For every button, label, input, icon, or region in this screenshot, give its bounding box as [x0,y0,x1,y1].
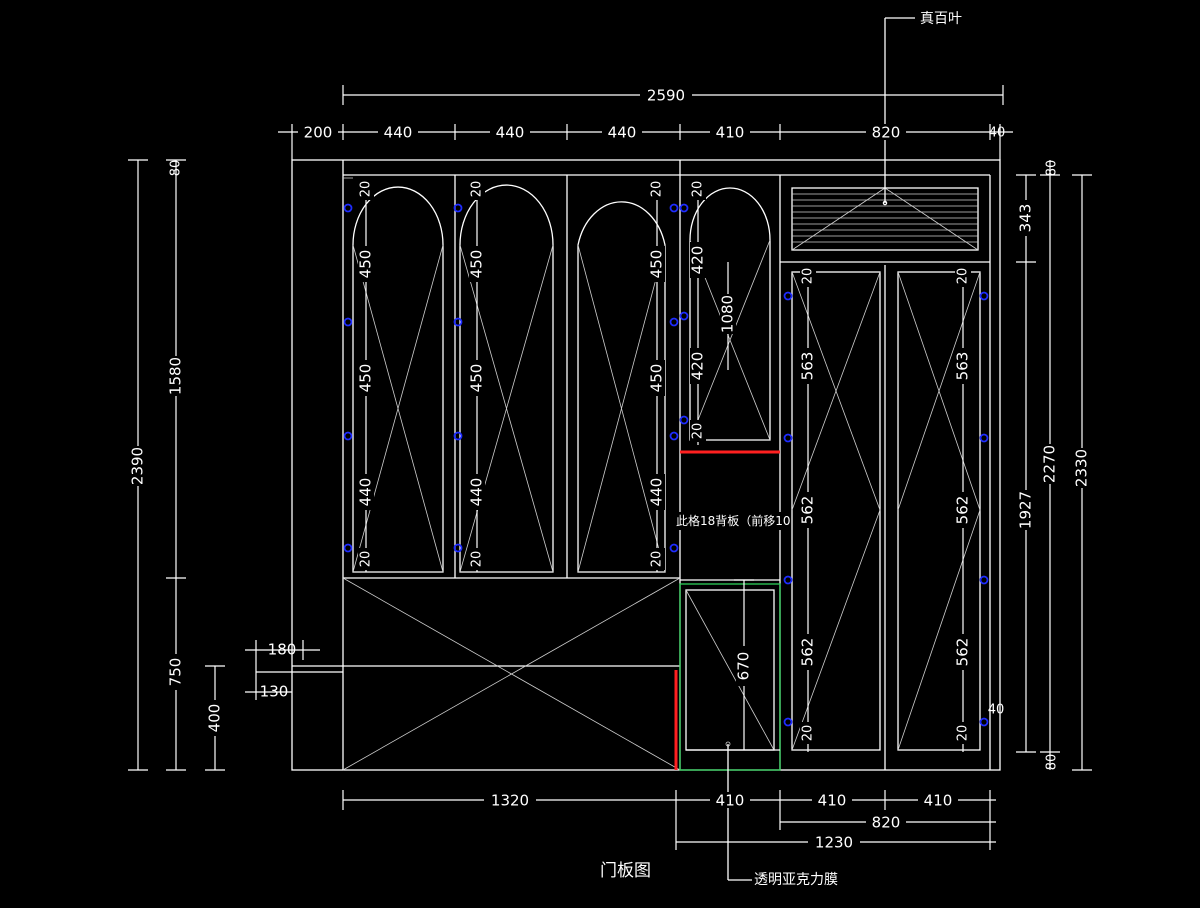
dim-bottom-0: 1320 [491,792,529,810]
dim-left-upper: 1580 [167,357,185,395]
dim-left-outer: 2390 [129,447,147,485]
col3-dim-2: 450 [648,364,666,393]
louver-label: 真百叶 [920,11,962,27]
rdr-dim-3: 562 [954,638,972,667]
col4-dim-1: 420 [689,246,707,275]
rdl-dim-3: 562 [799,638,817,667]
dim-left-180: 180 [268,641,297,659]
drawing-title: 门板图 [600,861,651,881]
col3-dim-3: 440 [648,478,666,507]
back-panel-note: 此格18背板（前移10 [676,513,791,528]
col1-dim-3: 440 [357,478,375,507]
col1-dim-0: 20 [359,181,374,198]
dim-top-1: 440 [384,124,413,142]
col3-dim-0: 20 [650,181,665,198]
col1-dim-4: 20 [359,551,374,568]
rdl-dim-0: 20 [801,268,816,285]
col1-dim-2: 450 [357,364,375,393]
dim-bottom-820: 820 [872,814,901,832]
dim-right-40: 40 [988,703,1005,718]
hinge-markers [343,203,989,727]
dim-lower-box: 670 [735,652,753,681]
dim-right-mid: 2270 [1041,445,1059,483]
dim-top-3: 440 [608,124,637,142]
dim-left-inner: 400 [206,704,224,733]
arch-door-3 [577,201,666,573]
col4-dim-0: 20 [691,181,706,198]
col2-dim-1: 450 [468,250,486,279]
arch-door-1 [343,177,444,573]
dim-right-bottom: 80 [1045,754,1060,771]
right-door-right [897,271,981,751]
acrylic-label: 透明亚克力膜 [754,872,838,888]
col3-dim-4: 20 [650,551,665,568]
col4-dim-1080: 1080 [719,295,737,333]
dim-top-6: 40 [989,126,1006,141]
dim-right-343: 343 [1017,204,1035,233]
dim-left-lower: 750 [167,658,185,687]
col3-dim-1: 450 [648,250,666,279]
col4-dim-2: 420 [689,352,707,381]
right-door-left [791,271,881,751]
col2-dim-0: 20 [470,181,485,198]
rdl-dim-2: 562 [799,496,817,525]
louver-panel [780,17,990,263]
rdr-dim-1: 563 [954,352,972,381]
dim-top-0: 200 [304,124,333,142]
dim-right-top: 80 [1045,160,1060,177]
dim-left-top: 80 [169,160,184,177]
lower-left-door [342,577,681,771]
acrylic-box [679,583,781,771]
rdl-dim-4: 20 [801,725,816,742]
col1-dim-1: 450 [357,250,375,279]
dim-total-width: 2590 [647,87,685,105]
left-dimensions [128,159,320,771]
dim-top-2: 440 [496,124,525,142]
col2-dim-3: 440 [468,478,486,507]
rdr-dim-4: 20 [956,725,971,742]
dim-right-outer: 2330 [1073,449,1091,487]
rdr-dim-0: 20 [956,268,971,285]
arch-door-2 [459,184,554,573]
dim-top-4: 410 [716,124,745,142]
dim-bottom-1230: 1230 [815,834,853,852]
col2-dim-2: 450 [468,364,486,393]
col4-dim-3: 20 [691,423,706,440]
door-dividers [454,175,568,578]
rdl-dim-1: 563 [799,352,817,381]
col2-dim-4: 20 [470,551,485,568]
rdr-dim-2: 562 [954,496,972,525]
middle-column [679,450,781,881]
dim-left-130: 130 [260,683,289,701]
dim-top-5: 820 [872,124,901,142]
dim-bottom-2: 410 [818,792,847,810]
dim-right-1927: 1927 [1017,491,1035,529]
dim-bottom-1: 410 [716,792,745,810]
dim-bottom-3: 410 [924,792,953,810]
